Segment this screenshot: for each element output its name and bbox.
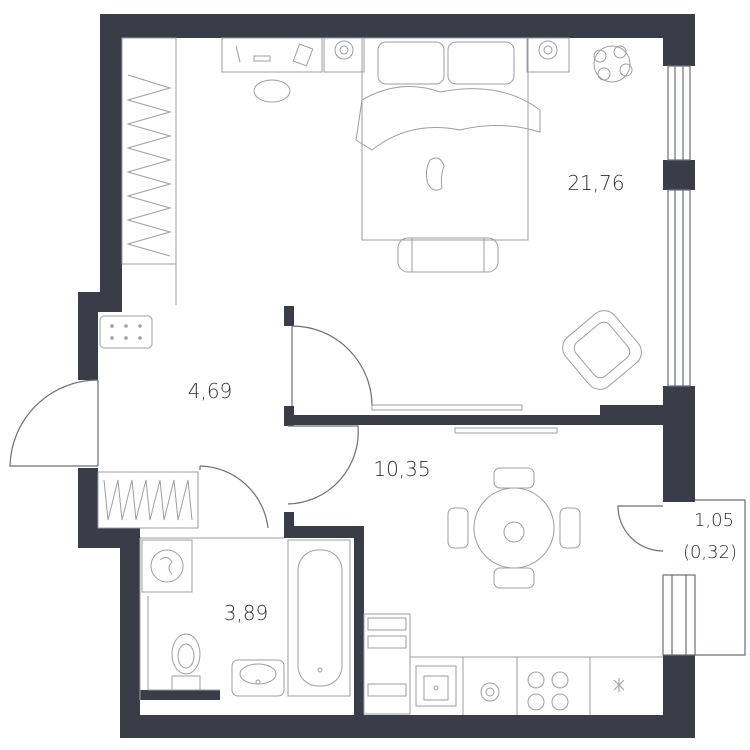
hall-furniture <box>97 315 199 529</box>
bedroom-area-label: 21,76 <box>567 171 624 195</box>
tv <box>371 404 523 411</box>
bathroom-door <box>199 465 269 529</box>
toilet-icon <box>171 633 201 691</box>
hall-area-label: 4,69 <box>188 379 233 403</box>
plant-icon <box>593 45 633 83</box>
sink-icon <box>231 659 285 697</box>
kitchen-area-label: 10,35 <box>373 457 430 481</box>
entry-door <box>9 379 99 467</box>
kitchen-door <box>287 425 359 505</box>
balcony-reduced-area-label: (0,32) <box>683 542 737 563</box>
bench <box>397 237 499 273</box>
stove <box>527 671 569 711</box>
bathroom-furniture <box>139 537 351 700</box>
nightstand-right <box>526 37 570 73</box>
desk <box>221 37 323 73</box>
bedroom-door <box>291 325 373 407</box>
kitchen-sink <box>415 665 457 707</box>
wardrobe <box>121 37 177 265</box>
bathtub <box>287 539 351 697</box>
shoe-bench <box>99 315 153 349</box>
nightstand-left <box>323 37 365 73</box>
doors <box>9 325 373 529</box>
room-labels: 21,76 4,69 10,35 3,89 1,05 (0,32) <box>188 171 737 625</box>
fridge <box>363 613 411 715</box>
windows <box>662 65 696 656</box>
faucet-icon <box>480 682 500 702</box>
walls <box>78 14 695 738</box>
dining-table <box>447 467 581 589</box>
bed <box>361 37 529 241</box>
kitchen-furniture <box>363 467 663 715</box>
spark-icon <box>613 678 625 692</box>
balcony-area-label: 1,05 <box>694 510 734 531</box>
bathroom-area-label: 3,89 <box>224 601 269 625</box>
washing-machine <box>141 539 193 593</box>
bedroom-furniture <box>121 37 642 434</box>
balcony <box>617 499 746 656</box>
armchair <box>562 310 642 390</box>
hall-wardrobe <box>97 471 199 529</box>
